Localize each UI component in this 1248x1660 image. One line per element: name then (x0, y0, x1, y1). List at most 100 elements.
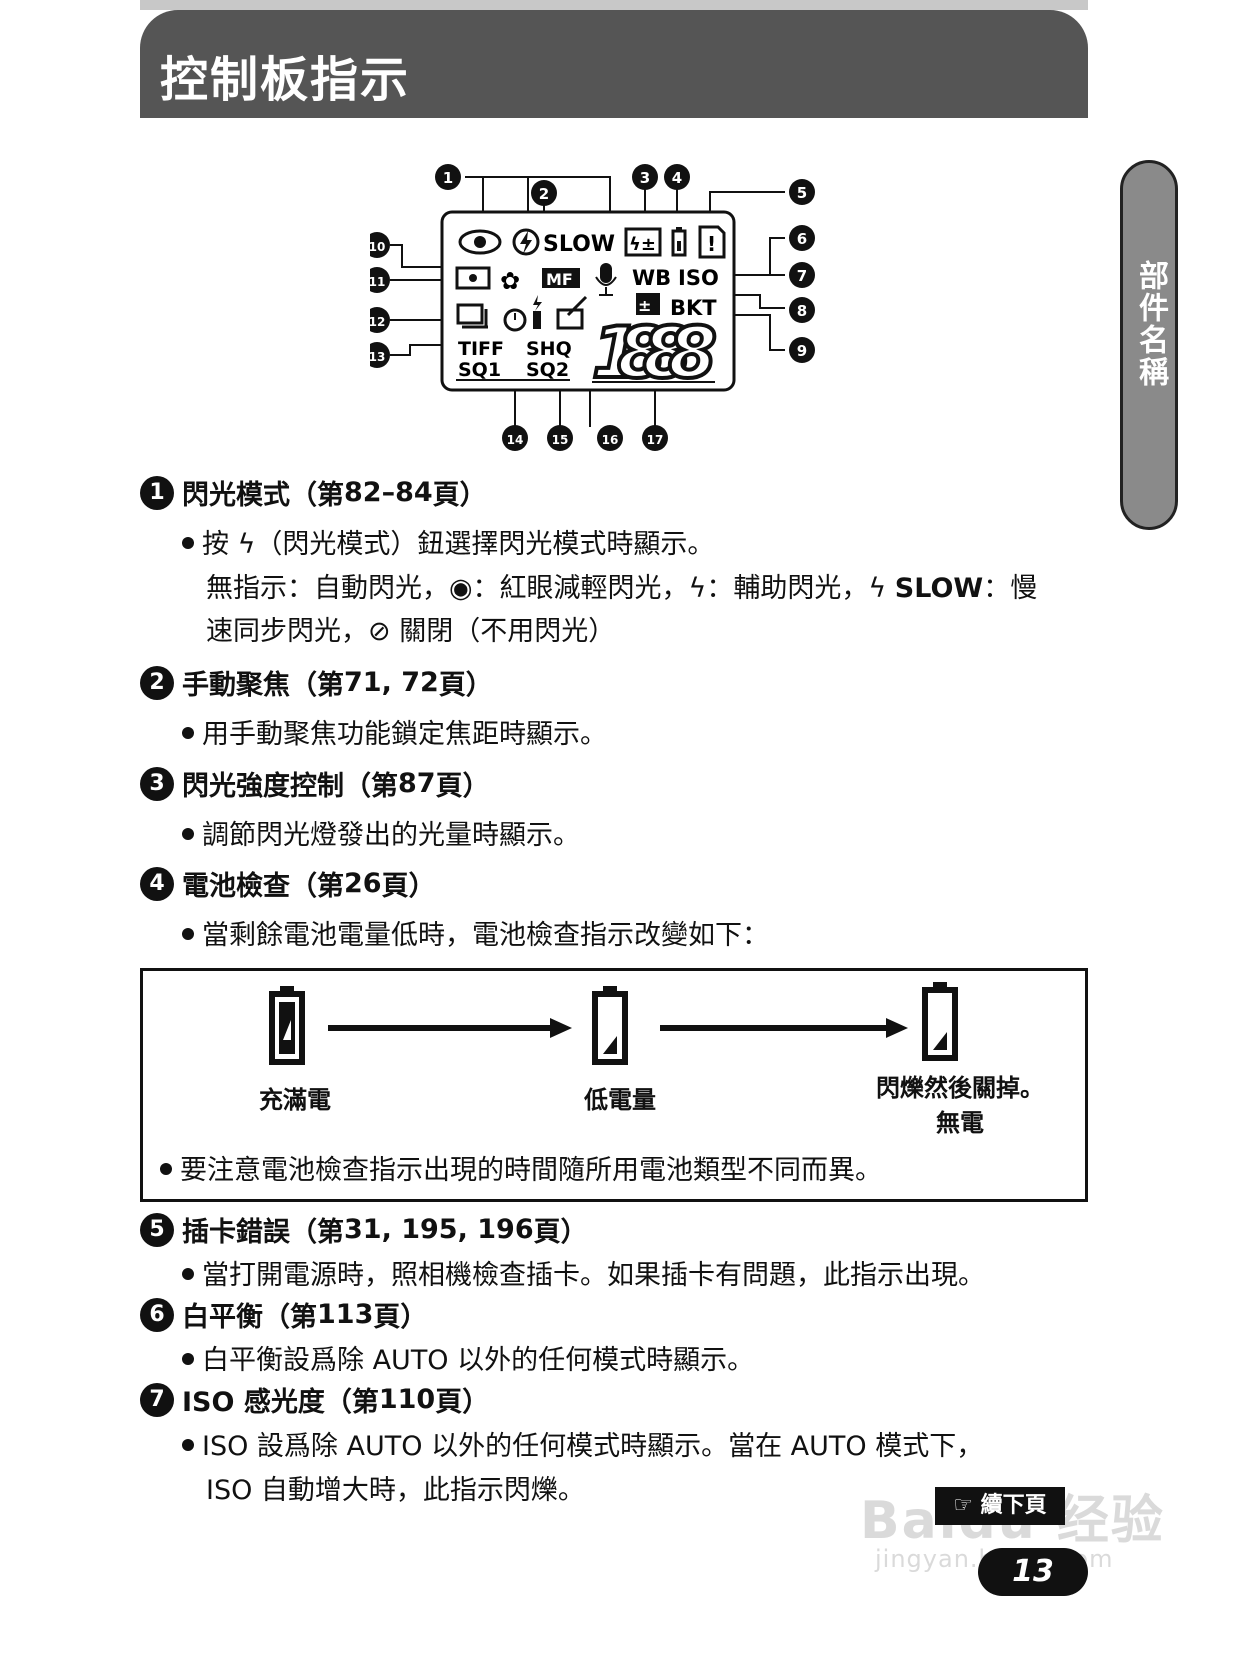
svg-text:8: 8 (797, 302, 807, 320)
callout-16: 16 (597, 425, 623, 451)
battery-state-low-label: 低電量 (584, 1086, 656, 1114)
section-1-detail-line: 無指示：自動閃光，◉：紅眼減輕閃光，ϟ：輔助閃光，ϟ SLOW：慢 (206, 573, 1038, 604)
battery-note: 要注意電池檢查指示出現的時間隨所用電池類型不同而異。 (160, 1148, 882, 1187)
battery-state-full-label: 充滿電 (259, 1086, 331, 1114)
battery-status-box (140, 968, 1088, 1202)
section-6-bullet: 白平衡設爲除 AUTO 以外的任何模式時顯示。 (182, 1338, 754, 1377)
bullet-dot (160, 1162, 172, 1175)
page-title: 控制板指示 (160, 52, 411, 108)
lcd-slow-text: SLOW (543, 232, 615, 257)
bullet-dot (182, 1352, 194, 1365)
section-5-bullet: 當打開電源時，照相機檢查插卡。如果插卡有問題，此指示出現。 (182, 1253, 985, 1292)
callout-15: 15 (547, 425, 573, 451)
section-1-detail-line-2: 速同步閃光，⊘ 關閉（不用閃光） (206, 616, 616, 647)
callout-2: 2 (531, 180, 557, 206)
spot-metering-icon (455, 266, 491, 290)
section-number-badge: 4 (140, 866, 174, 901)
callout-9: 9 (789, 337, 815, 363)
callout-10: 10 (370, 232, 390, 258)
lcd-sq1-text: SQ1 (458, 359, 501, 381)
svg-text:14: 14 (507, 433, 524, 447)
section-1-heading: 1 閃光模式（第 82–84 頁） (140, 473, 487, 512)
svg-text:1: 1 (443, 169, 453, 187)
sequential-shooting-icon (456, 303, 488, 329)
lcd-bkt-text: BKT (670, 296, 717, 320)
svg-text:15: 15 (552, 433, 569, 447)
bullet-dot (182, 1267, 194, 1280)
lcd-sq2-text: SQ2 (526, 359, 569, 381)
section-number-badge: 5 (140, 1212, 174, 1247)
svg-text:±: ± (638, 296, 651, 315)
microphone-icon (595, 263, 617, 296)
page-number: 13 (978, 1548, 1088, 1596)
callout-6: 6 (789, 225, 815, 251)
battery-low-icon (592, 986, 628, 1065)
flash-intensity-icon: ϟ± (624, 227, 662, 257)
header-bar (140, 10, 1088, 118)
side-section-tab (1120, 160, 1178, 530)
section-4-bullet: 當剩餘電池電量低時，電池檢查指示改變如下： (182, 913, 769, 952)
section-number-badge: 1 (140, 475, 174, 510)
svg-text:4: 4 (672, 169, 682, 187)
svg-text:10: 10 (370, 240, 385, 254)
callout-11: 11 (370, 267, 390, 293)
continue-next-page-tag: ☞ 續下頁 (935, 1487, 1065, 1525)
callout-12: 12 (370, 307, 390, 333)
section-2-bullet: 用手動聚焦功能鎖定焦距時顯示。 (182, 712, 607, 751)
section-3-heading: 3 閃光強度控制（第 87 頁） (140, 764, 490, 803)
section-number-badge: 3 (140, 766, 174, 801)
flash-off-icon (512, 228, 540, 256)
section-7-detail-line: ISO 自動增大時，此指示閃爍。 (206, 1475, 585, 1506)
macro-icon: ✿ (500, 267, 520, 295)
section-3-bullet: 調節閃光燈發出的光量時顯示。 (182, 813, 580, 852)
exposure-comp-icon: ± (636, 293, 660, 315)
callout-7: 7 (789, 262, 815, 288)
section-1-bullet: 按 ϟ（閃光模式）鈕選擇閃光模式時顯示。 (182, 522, 714, 561)
lcd-tiff-text: TIFF (458, 338, 504, 360)
section-2-heading: 2 手動聚焦（第 71, 72 頁） (140, 663, 493, 702)
svg-text:6: 6 (797, 230, 807, 248)
section-4-heading: 4 電池檢查（第 26 頁） (140, 864, 436, 903)
bullet-dot (182, 726, 194, 739)
svg-text:11: 11 (370, 275, 385, 289)
side-section-tab-label: 部件名稱 (1133, 260, 1168, 388)
battery-state-blink-label: 閃爍然後關掉。 (876, 1074, 1044, 1102)
self-timer-icon (503, 308, 527, 332)
callout-8: 8 (789, 297, 815, 323)
section-number-badge: 7 (140, 1382, 174, 1417)
bullet-dot (182, 1438, 194, 1451)
battery-full-icon (269, 986, 305, 1065)
svg-text:17: 17 (647, 433, 664, 447)
callout-14: 14 (502, 425, 528, 451)
bullet-dot (182, 927, 194, 940)
header-top-strip (140, 0, 1088, 10)
callout-3: 3 (632, 164, 658, 190)
battery-states-graphic (269, 982, 958, 1065)
svg-text:13: 13 (370, 350, 385, 364)
callout-13: 13 (370, 342, 390, 368)
manual-focus-icon: MF (542, 268, 580, 289)
arrow-right-icon (660, 1018, 908, 1038)
svg-text:9: 9 (797, 342, 807, 360)
battery-blinking-icon (922, 982, 958, 1061)
battery-state-empty-label: 無電 (936, 1109, 984, 1137)
svg-text:5: 5 (797, 184, 807, 202)
svg-text:16: 16 (602, 433, 619, 447)
lcd-iso-text: ISO (678, 266, 719, 290)
section-number-badge: 6 (140, 1297, 174, 1332)
lcd-wb-text: WB (632, 266, 671, 290)
bullet-dot (182, 827, 194, 840)
battery-check-icon (671, 227, 687, 257)
svg-text:7: 7 (797, 267, 807, 285)
svg-text:3: 3 (640, 169, 650, 187)
svg-text:2: 2 (539, 185, 549, 203)
svg-text:ϟ±: ϟ± (629, 234, 656, 255)
callout-5: 5 (789, 179, 815, 205)
section-7-heading: 7 ISO 感光度（第 110 頁） (140, 1380, 489, 1419)
callout-4: 4 (664, 164, 690, 190)
red-eye-icon (458, 229, 502, 255)
section-6-heading: 6 白平衡（第 113 頁） (140, 1295, 427, 1334)
svg-text:MF: MF (546, 270, 573, 289)
remote-icon (533, 295, 542, 329)
section-number-badge: 2 (140, 665, 174, 700)
